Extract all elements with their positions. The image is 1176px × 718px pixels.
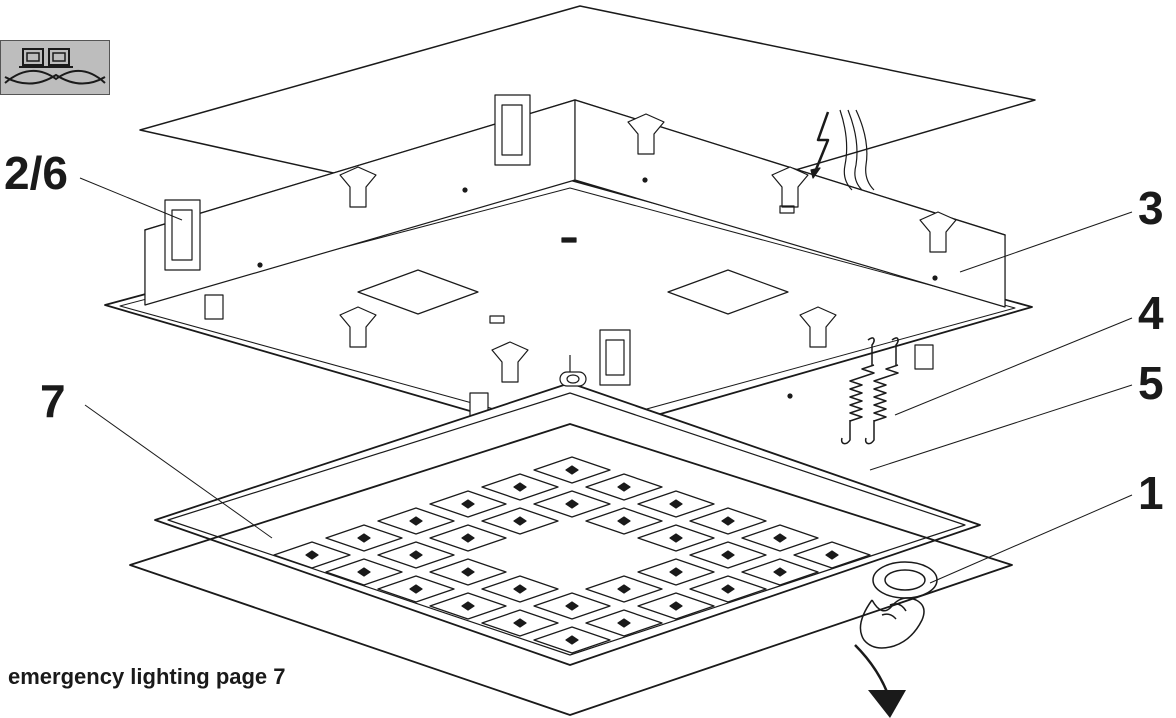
- louvre-cell-center: [461, 601, 475, 611]
- diffuser-panel: [129, 423, 1013, 716]
- louvre-cell-center: [721, 550, 735, 560]
- louvre-cell-center: [305, 550, 319, 560]
- louvre-cell-center: [617, 584, 631, 594]
- recessed-mounting-icon: [0, 40, 110, 95]
- louvre-cell-center: [565, 635, 579, 645]
- hand-pull-icon: [859, 561, 938, 649]
- louvre-cell-center: [565, 465, 579, 475]
- callout-5: 5: [1138, 357, 1164, 409]
- louvre-cell-center: [357, 533, 371, 543]
- louvre-cell-center: [513, 516, 527, 526]
- louvre-cell-center: [357, 567, 371, 577]
- callout-7: 7: [40, 375, 66, 427]
- louvre-cell-center: [513, 618, 527, 628]
- louvre-cell-center: [669, 601, 683, 611]
- louvre-cell-center: [721, 516, 735, 526]
- louvre-cell-center: [409, 584, 423, 594]
- louvre-cells: [273, 456, 871, 654]
- lightning-bolt-icon: [810, 111, 830, 179]
- louvre-cell-center: [513, 482, 527, 492]
- callout-4: 4: [1138, 287, 1164, 339]
- louvre-cell-center: [409, 550, 423, 560]
- louvre-cell-center: [669, 533, 683, 543]
- callout-1: 1: [1138, 467, 1164, 519]
- louvre-cell-center: [617, 482, 631, 492]
- leader-lines: [79, 177, 1133, 584]
- louvre-cell-center: [513, 584, 527, 594]
- callout-3: 3: [1138, 182, 1164, 234]
- louvre-cell-center: [773, 567, 787, 577]
- louvre-cell-center: [565, 499, 579, 509]
- louvre-cell-center: [825, 550, 839, 560]
- louvre-cell-center: [773, 533, 787, 543]
- louvre-cell-center: [669, 567, 683, 577]
- louvre-cell-center: [669, 499, 683, 509]
- louvre-cell-center: [461, 499, 475, 509]
- callout-2-6: 2/6: [4, 147, 68, 199]
- louvre-cell-center: [617, 516, 631, 526]
- power-cable: [839, 109, 875, 191]
- louvre-cell-center: [565, 601, 579, 611]
- louvre-cell-center: [461, 533, 475, 543]
- emergency-lighting-note: emergency lighting page 7: [8, 664, 286, 689]
- louvre-frame: [154, 371, 981, 666]
- louvre-cell-center: [617, 618, 631, 628]
- louvre-cell-center: [409, 516, 423, 526]
- down-arrow-icon: [854, 644, 906, 718]
- louvre-cell-center: [461, 567, 475, 577]
- louvre-cell-center: [721, 584, 735, 594]
- tension-springs: [840, 337, 899, 445]
- luminaire-housing: [104, 94, 1033, 441]
